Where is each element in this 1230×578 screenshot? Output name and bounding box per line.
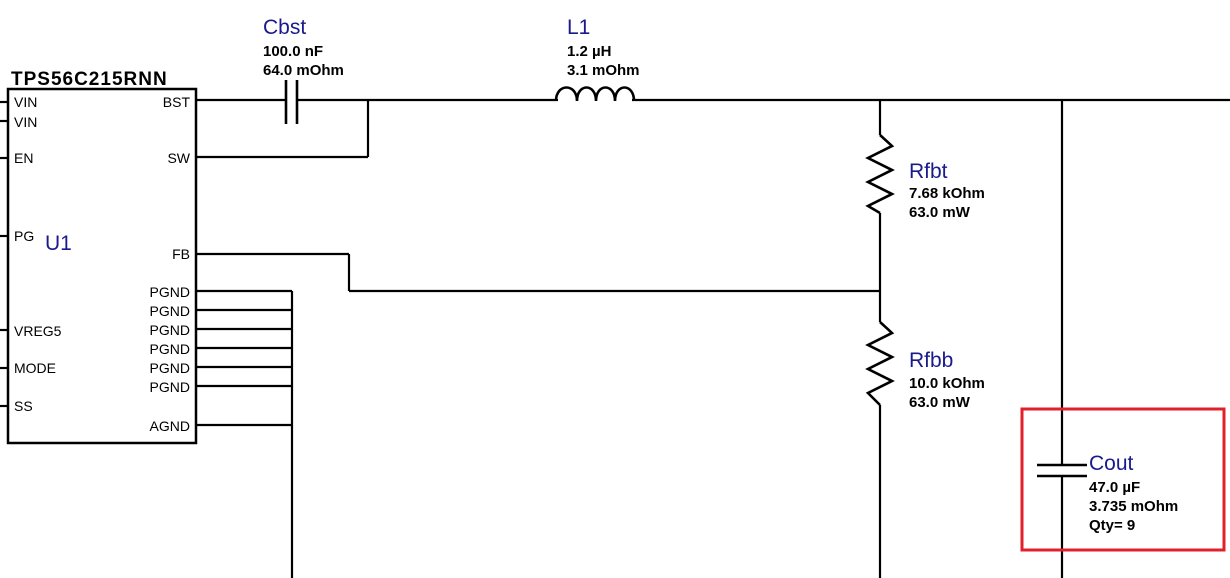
pin-pg: PG <box>14 228 34 244</box>
cbst-ref: Cbst <box>263 16 306 39</box>
cbst-value: 100.0 nF <box>263 43 323 60</box>
cbst-capacitor-symbol[interactable] <box>284 80 299 124</box>
rfbb-resistor-symbol[interactable] <box>865 321 895 406</box>
pin-vin-2: VIN <box>14 114 37 130</box>
cbst-esr: 64.0 mOhm <box>263 62 344 79</box>
cout-value: 47.0 µF <box>1089 479 1140 496</box>
pin-agnd: AGND <box>150 418 190 434</box>
pin-bst: BST <box>163 94 191 110</box>
pin-pgnd-3: PGND <box>150 322 190 338</box>
rfbb-ref: Rfbb <box>909 349 953 372</box>
pin-fb: FB <box>172 246 190 262</box>
l1-ref: L1 <box>567 16 590 39</box>
pin-pgnd-6: PGND <box>150 379 190 395</box>
ic-body[interactable] <box>6 87 198 445</box>
pin-vreg5: VREG5 <box>14 323 62 339</box>
rfbt-power: 63.0 mW <box>909 204 971 221</box>
cout-ref: Cout <box>1089 452 1134 475</box>
pin-pgnd-1: PGND <box>150 284 190 300</box>
pin-vin-1: VIN <box>14 94 37 110</box>
pin-en: EN <box>14 150 33 166</box>
pin-sw: SW <box>167 150 190 166</box>
ic-ref: U1 <box>45 232 72 255</box>
pin-pgnd-5: PGND <box>150 360 190 376</box>
pin-mode: MODE <box>14 360 56 376</box>
l1-inductor-symbol[interactable] <box>554 86 636 102</box>
rfbb-value: 10.0 kOhm <box>909 375 985 392</box>
ic-part-number: TPS56C215RNN <box>11 69 168 90</box>
rfbb-power: 63.0 mW <box>909 394 971 411</box>
rfbt-ref: Rfbt <box>909 160 948 183</box>
cout-capacitor-symbol[interactable] <box>1037 463 1087 478</box>
cout-qty: Qty= 9 <box>1089 517 1135 534</box>
pin-pgnd-4: PGND <box>150 341 190 357</box>
cout-highlight-box <box>1020 407 1226 552</box>
l1-dcr: 3.1 mOhm <box>567 62 640 79</box>
wires <box>196 98 1230 578</box>
l1-value: 1.2 µH <box>567 43 612 60</box>
pin-pgnd-2: PGND <box>150 303 190 319</box>
rfbt-resistor-symbol[interactable] <box>865 134 895 215</box>
cout-esr: 3.735 mOhm <box>1089 498 1178 515</box>
pin-ss: SS <box>14 398 33 414</box>
rfbt-value: 7.68 kOhm <box>909 185 985 202</box>
